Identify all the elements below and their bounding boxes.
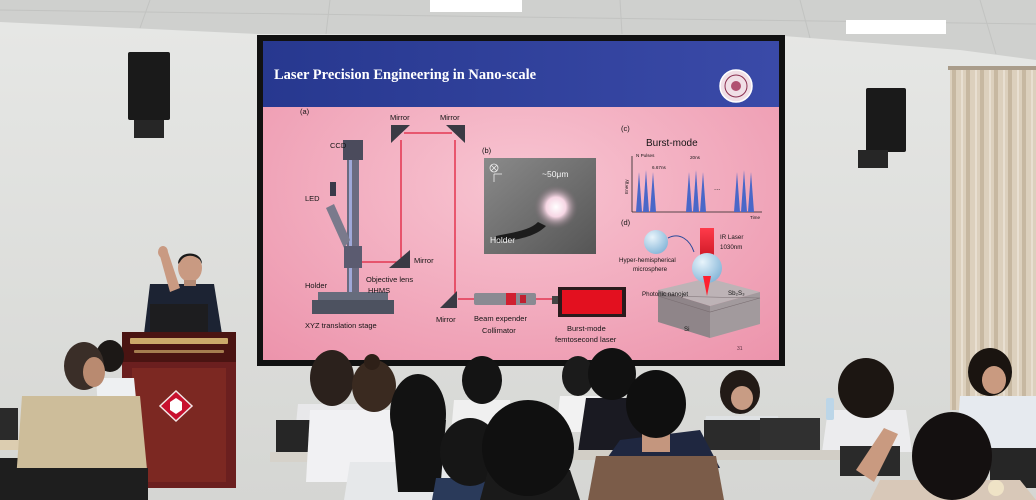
burst-mode-title: Burst-mode bbox=[646, 138, 698, 149]
scale-label: ~50μm bbox=[542, 169, 568, 179]
spacing-label: 20ns bbox=[690, 155, 701, 160]
hhms-label: HHMS bbox=[368, 286, 390, 295]
wall-speaker-right bbox=[858, 88, 906, 168]
objective-lens-label: Objective lens bbox=[366, 275, 413, 284]
water-bottle bbox=[826, 398, 834, 420]
presentation-slide: Laser Precision Engineering in Nano-scal… bbox=[263, 41, 779, 360]
audience-member bbox=[480, 400, 580, 500]
audience-member bbox=[16, 342, 148, 500]
holder-label: Holder bbox=[490, 235, 515, 245]
university-logo bbox=[719, 69, 753, 103]
mirror-label: Mirror bbox=[436, 315, 456, 324]
nanojet-label: Photonic nanojet bbox=[642, 291, 688, 298]
interval-label: 6.67ns bbox=[652, 165, 666, 170]
podium-logo bbox=[158, 389, 194, 423]
mirror-label: Mirror bbox=[414, 256, 434, 265]
slide-title: Laser Precision Engineering in Nano-scal… bbox=[274, 67, 537, 83]
slide-page-number: 31 bbox=[737, 346, 743, 352]
ir-laser-label: IR Laser bbox=[720, 234, 743, 241]
y-axis-label: Energy bbox=[624, 179, 629, 194]
holder-label: Holder bbox=[305, 281, 328, 290]
sphere-label-line2: microsphere bbox=[633, 266, 668, 273]
x-axis-label: Time bbox=[750, 215, 760, 220]
panel-b-label: (b) bbox=[482, 146, 492, 155]
femtosecond-laser-icon bbox=[552, 287, 626, 317]
ceiling-light bbox=[846, 20, 946, 34]
mirror-icon bbox=[446, 125, 465, 143]
panel-b: (b) ~50μm Holder bbox=[482, 146, 596, 254]
pulses-label: N Pulses bbox=[636, 153, 655, 158]
panel-c: (c) Burst-mode Energy Time N Pulses 6.67… bbox=[621, 124, 762, 220]
crosshair-icon bbox=[489, 163, 502, 182]
microscope-diagram bbox=[312, 140, 394, 314]
collimator-label: Collimator bbox=[482, 326, 516, 335]
laser-label-line1: Burst-mode bbox=[567, 324, 606, 333]
holder-rod bbox=[496, 222, 546, 242]
ccd-label: CCD bbox=[330, 141, 347, 150]
led-label: LED bbox=[305, 194, 320, 203]
arrow-icon bbox=[667, 235, 695, 253]
podium-sign-lettering bbox=[130, 338, 228, 353]
panel-d: (d) IR Laser 1030nm Hyper-hemispherical … bbox=[619, 218, 761, 338]
hemisphere-icon bbox=[692, 253, 722, 283]
laptop bbox=[150, 304, 208, 332]
microsphere-spot bbox=[534, 185, 578, 229]
sphere-label-line1: Hyper-hemispherical bbox=[619, 257, 676, 264]
substrate-block bbox=[657, 278, 761, 338]
pulse-train bbox=[636, 170, 754, 212]
material-label: Sb₂S₃ bbox=[728, 290, 745, 297]
panel-a: (a) Mirror Mirror Mirror Mirror bbox=[300, 107, 626, 344]
mirror-label: Mirror bbox=[390, 113, 410, 122]
panel-c-label: (c) bbox=[621, 124, 630, 133]
panel-a-label: (a) bbox=[300, 107, 310, 116]
substrate-label: Si bbox=[684, 326, 690, 333]
podium bbox=[122, 332, 236, 488]
panel-d-label: (d) bbox=[621, 218, 631, 227]
audience-member bbox=[856, 412, 1036, 500]
beam-expander-label: Beam expender bbox=[474, 314, 527, 323]
laser-label-line2: femtosecond laser bbox=[555, 335, 617, 344]
mirror-icon bbox=[389, 250, 410, 268]
slide-title-bar bbox=[263, 41, 779, 107]
nanojet-icon bbox=[703, 276, 711, 296]
stage-label: XYZ translation stage bbox=[305, 321, 377, 330]
ceiling-light bbox=[430, 0, 522, 12]
mirror-label: Mirror bbox=[440, 113, 460, 122]
ellipsis-label: ... bbox=[714, 183, 720, 192]
mirror-icon bbox=[391, 125, 410, 143]
microsphere-icon bbox=[644, 230, 668, 254]
audience-member bbox=[588, 370, 724, 500]
beam-expander-icon bbox=[474, 293, 536, 305]
mirror-icon bbox=[440, 291, 457, 308]
audience-member bbox=[344, 374, 456, 500]
wavelength-label: 1030nm bbox=[720, 244, 742, 251]
wall-speaker-left bbox=[128, 52, 170, 138]
